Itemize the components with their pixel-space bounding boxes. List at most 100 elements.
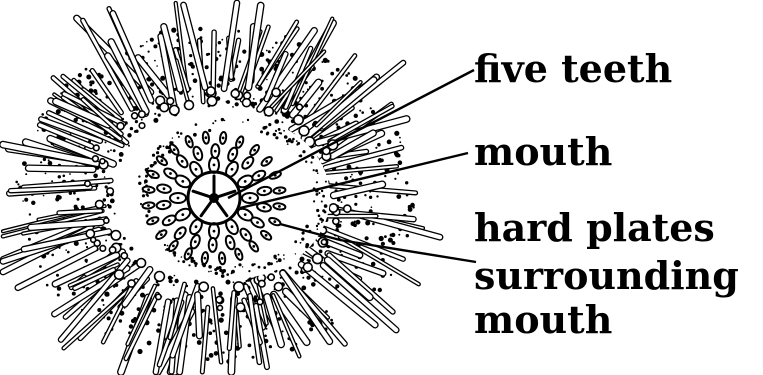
peristome-dot	[242, 266, 243, 267]
plate-center	[253, 149, 256, 152]
peristome-dot	[311, 156, 314, 159]
speckle	[39, 265, 42, 268]
plate-center	[278, 205, 281, 208]
speckle	[101, 299, 104, 302]
peristome-dot	[263, 126, 266, 129]
speckle	[17, 183, 19, 185]
peristome-dot	[317, 228, 319, 230]
plate-center	[177, 197, 180, 200]
speckle	[192, 333, 196, 337]
peristome-dot	[321, 219, 324, 222]
tubercle	[321, 240, 326, 245]
speckle	[233, 281, 235, 283]
tubercle	[313, 254, 323, 264]
speckle	[107, 204, 109, 206]
speckle	[354, 203, 357, 206]
peristome-dot	[275, 136, 278, 139]
plate-center	[173, 148, 176, 151]
speckle	[365, 236, 369, 240]
speckle	[148, 51, 150, 53]
plate-center	[213, 230, 216, 233]
peristome-dot	[142, 194, 145, 197]
speckle	[295, 271, 299, 275]
peristome-dot	[263, 266, 266, 269]
speckle	[86, 246, 88, 248]
speckle	[37, 130, 39, 132]
plate-center	[188, 140, 191, 143]
tubercle	[115, 270, 124, 279]
plate-center	[231, 153, 234, 156]
speckle	[384, 175, 386, 177]
speckle	[129, 247, 133, 251]
speckle	[354, 195, 357, 198]
peristome-dot	[138, 182, 141, 185]
speckle	[300, 257, 305, 262]
speckle	[105, 141, 107, 143]
peristome-dot	[188, 264, 190, 266]
peristome-dot	[316, 181, 318, 183]
peristome-dot	[214, 268, 217, 271]
speckle	[22, 200, 24, 202]
speckle	[264, 335, 267, 338]
tubercle	[96, 200, 104, 208]
tubercle	[207, 87, 215, 95]
speckle	[123, 237, 126, 240]
speckle	[103, 304, 105, 306]
speckle	[150, 82, 154, 86]
speckle	[245, 280, 247, 282]
plate-center	[237, 253, 240, 256]
plate-center	[214, 150, 217, 153]
tubercle	[94, 145, 100, 151]
speckle	[341, 201, 343, 203]
tubercle	[139, 123, 145, 129]
plate-center	[181, 160, 184, 163]
spine-highlight	[323, 63, 403, 127]
tubercle	[264, 107, 273, 116]
speckle	[218, 291, 223, 296]
plate-center	[152, 173, 155, 176]
speckle	[252, 356, 255, 359]
speckle	[189, 54, 192, 57]
speckle	[209, 353, 214, 358]
peristome-dot	[310, 161, 312, 163]
speckle	[235, 102, 239, 106]
plate-center	[195, 225, 198, 228]
plate-center	[263, 190, 266, 193]
speckle	[353, 76, 358, 81]
speckle	[221, 39, 223, 41]
speckle	[40, 161, 42, 163]
tubercle	[107, 188, 114, 195]
speckle	[157, 323, 160, 326]
speckle	[376, 195, 378, 197]
speckle	[281, 121, 283, 123]
speckle	[102, 170, 106, 174]
speckle	[85, 259, 88, 262]
speckle	[359, 173, 362, 176]
speckle	[213, 330, 216, 333]
spine-highlight	[198, 295, 200, 336]
speckle	[107, 316, 111, 320]
speckle	[140, 45, 142, 47]
speckle	[379, 236, 384, 241]
peristome-dot	[247, 119, 249, 121]
peristome-dot	[222, 269, 226, 273]
speckle	[135, 120, 138, 123]
speckle	[253, 98, 255, 100]
speckle	[192, 96, 194, 98]
peristome-dot	[322, 195, 325, 198]
speckle	[46, 284, 49, 287]
speckle	[377, 143, 381, 147]
peristome-dot	[195, 262, 198, 265]
speckle	[397, 172, 399, 174]
peristome-dot	[224, 120, 226, 122]
speckle	[127, 133, 131, 137]
peristome-dot	[147, 167, 149, 169]
speckle	[110, 149, 112, 151]
speckle	[85, 242, 87, 244]
speckle	[330, 72, 334, 76]
speckle	[218, 41, 221, 44]
peristome-dot	[164, 244, 166, 246]
tubercle	[117, 123, 124, 130]
tubercle	[139, 111, 146, 118]
peristome-dot	[296, 140, 298, 142]
